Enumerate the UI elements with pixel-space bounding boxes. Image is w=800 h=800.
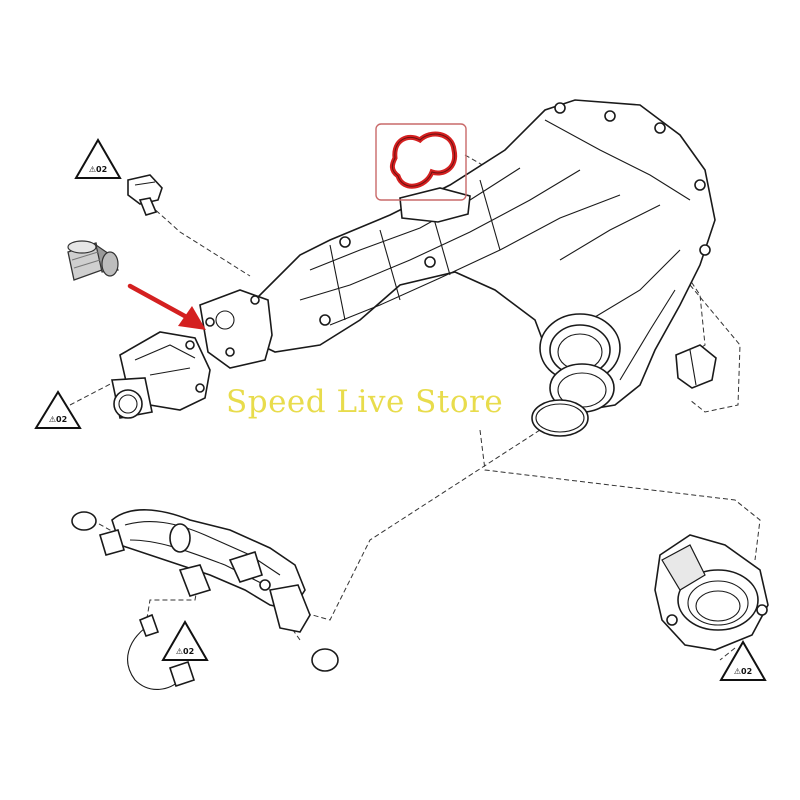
gasket-callout: [375, 123, 467, 201]
red-arrow-icon: [127, 283, 206, 330]
o-ring-large: [531, 399, 589, 437]
thermostat-housing: [111, 331, 211, 419]
throttle-body: [654, 534, 769, 651]
warning-symbol-label: ⚠02: [49, 415, 67, 424]
warning-symbol-label: ⚠02: [734, 667, 752, 676]
rubber-mount: [675, 344, 717, 389]
warning-symbol-label: ⚠02: [89, 165, 107, 174]
coolant-pipe-assembly: [71, 509, 339, 690]
warning-triangle-icon: ⚠02: [74, 138, 122, 179]
screw-plug: [67, 240, 119, 281]
intake-manifold: [199, 99, 716, 413]
temperature-sensor: [127, 174, 163, 216]
warning-triangle-icon: ⚠02: [161, 620, 209, 661]
warning-symbol-label: ⚠02: [176, 647, 194, 656]
warning-triangle-icon: ⚠02: [719, 640, 767, 681]
warning-triangle-icon: ⚠02: [34, 390, 82, 429]
